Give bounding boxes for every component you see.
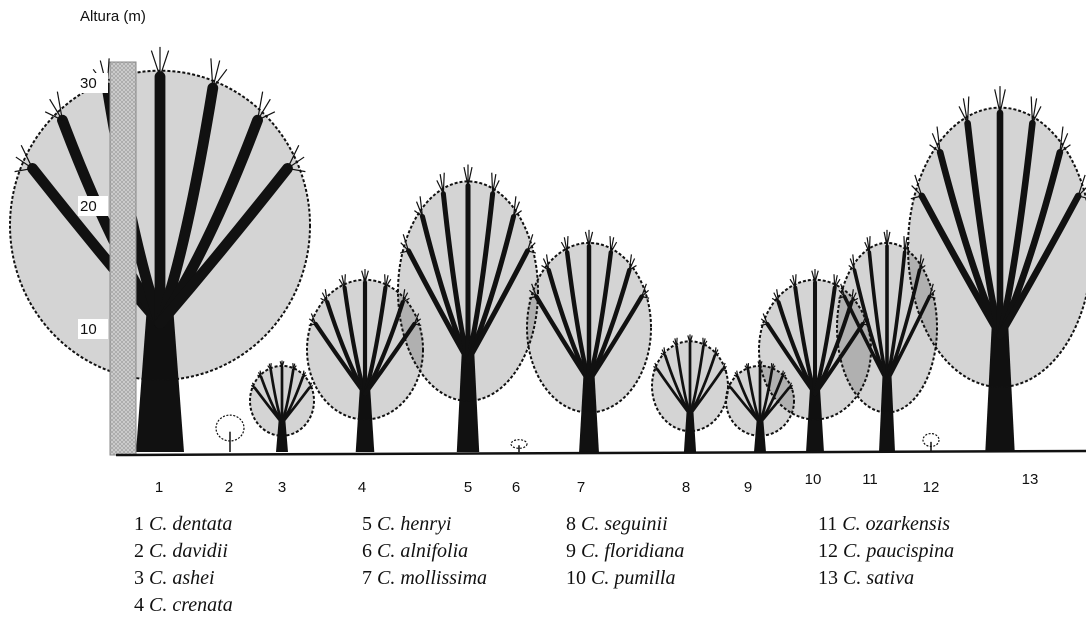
trees-layer — [10, 47, 1086, 452]
tree-13 — [908, 86, 1086, 452]
tree-5 — [398, 165, 538, 452]
axis-title: Altura (m) — [80, 8, 146, 25]
tree-number-label: 6 — [512, 479, 520, 496]
tree-number-label: 3 — [278, 479, 286, 496]
legend-item: 13 C. sativa — [818, 565, 954, 592]
tree-8 — [652, 334, 728, 452]
tree-12 — [923, 434, 939, 452]
legend-item: 11 C. ozarkensis — [818, 511, 954, 538]
legend-item: 1 C. dentata — [134, 511, 233, 538]
legend-column-2: 5 C. henryi 6 C. alnifolia 7 C. mollissi… — [362, 511, 487, 592]
legend-column-3: 8 C. seguinii 9 C. floridiana 10 C. pumi… — [566, 511, 684, 592]
legend-item: 10 C. pumilla — [566, 565, 684, 592]
legend-item: 9 C. floridiana — [566, 538, 684, 565]
legend-item: 3 C. ashei — [134, 565, 233, 592]
legend-item: 2 C. davidii — [134, 538, 233, 565]
tree-number-label: 9 — [744, 479, 752, 496]
legend-item: 8 C. seguinii — [566, 511, 684, 538]
tree-number-label: 7 — [577, 479, 585, 496]
height-ruler — [110, 62, 136, 455]
tree-7 — [527, 230, 651, 452]
ground-line — [116, 451, 1086, 455]
tree-number-label: 4 — [358, 479, 366, 496]
tree-number-label: 1 — [155, 479, 163, 496]
tree-number-label: 12 — [923, 479, 940, 496]
tick-label: 30 — [80, 75, 97, 92]
legend-item: 7 C. mollissima — [362, 565, 487, 592]
tree-number-label: 8 — [682, 479, 690, 496]
tree-6 — [511, 440, 527, 452]
tick-label: 20 — [80, 198, 97, 215]
tree-number-label: 11 — [862, 471, 878, 488]
tree-number-label: 10 — [805, 471, 822, 488]
legend-item: 6 C. alnifolia — [362, 538, 487, 565]
legend-item: 5 C. henryi — [362, 511, 487, 538]
tree-2 — [216, 415, 244, 452]
tick-label: 10 — [80, 321, 97, 338]
legend-item: 12 C. paucispina — [818, 538, 954, 565]
legend-column-4: 11 C. ozarkensis 12 C. paucispina 13 C. … — [818, 511, 954, 592]
tree-3 — [250, 361, 314, 452]
tree-number-label: 2 — [225, 479, 233, 496]
tree-number-label: 5 — [464, 479, 472, 496]
tree-number-label: 13 — [1022, 471, 1039, 488]
legend-column-1: 1 C. dentata 2 C. davidii 3 C. ashei 4 C… — [134, 511, 233, 619]
legend-item: 4 C. crenata — [134, 592, 233, 619]
